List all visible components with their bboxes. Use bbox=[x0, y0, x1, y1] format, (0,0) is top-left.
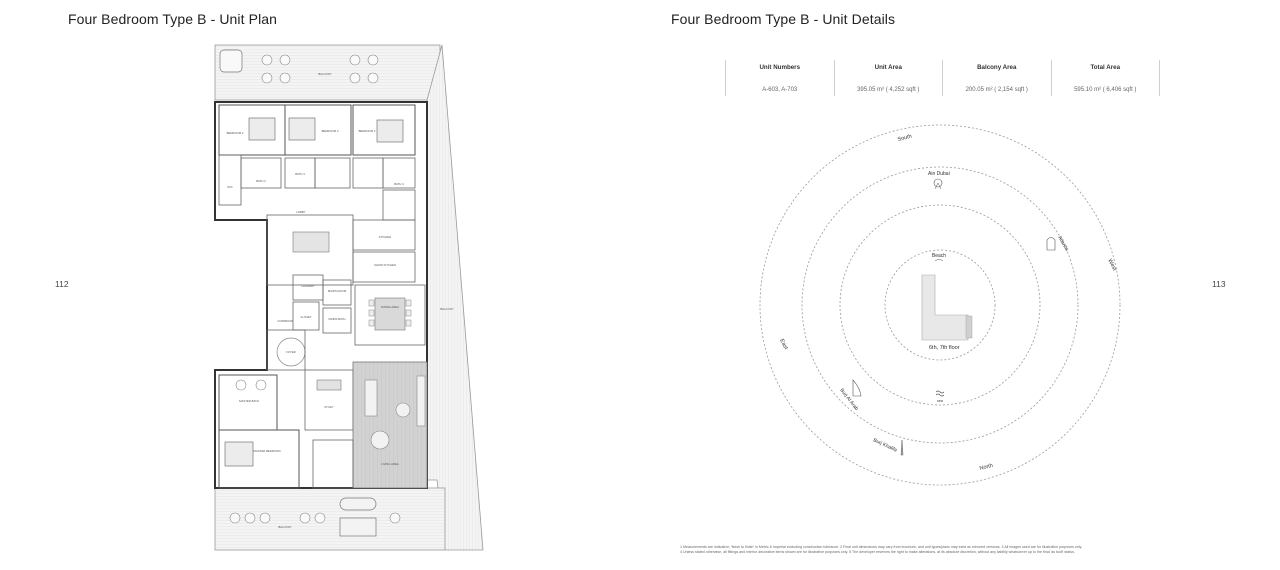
col-value: A-603, A-703 bbox=[762, 87, 798, 93]
label-bath-2: BATH 2 bbox=[256, 179, 266, 183]
col-value: 595.10 m² ( 6,406 sqft ) bbox=[1074, 87, 1137, 93]
burj-khalifa-icon bbox=[900, 439, 904, 456]
label-living: LIVING AREA bbox=[381, 462, 399, 466]
label-wic: WIC bbox=[227, 185, 232, 189]
landmark-sea: sea bbox=[937, 399, 943, 403]
label-balcony-top: BALCONY bbox=[318, 72, 332, 76]
burj-al-arab-icon bbox=[852, 379, 862, 397]
ring-3 bbox=[839, 204, 1041, 406]
direction-west: West bbox=[1106, 258, 1117, 272]
balcony-top-deck bbox=[214, 44, 441, 101]
col-balcony-area: Balcony Area 200.05 m² ( 2,154 sqft ) bbox=[942, 60, 1051, 96]
col-header: Unit Numbers bbox=[759, 64, 801, 71]
right-page-title: Four Bedroom Type B - Unit Details bbox=[671, 11, 896, 27]
left-page-title: Four Bedroom Type B - Unit Plan bbox=[68, 11, 278, 27]
direction-east: East bbox=[778, 338, 789, 351]
label-bedroom-2: BEDROOM 2 bbox=[227, 131, 244, 135]
landmark-atlantis: Atlantis bbox=[1056, 235, 1070, 253]
ring-inner bbox=[884, 249, 996, 361]
direction-south: South bbox=[897, 134, 912, 143]
footnote: 1 Measurements are indicative; 'finish t… bbox=[680, 545, 1150, 555]
col-value: 200.05 m² ( 2,154 sqft ) bbox=[965, 87, 1028, 93]
label-balcony-bottom: BALCONY bbox=[278, 525, 292, 529]
landmark-burj-khalifa: Burj Khalifa bbox=[872, 437, 898, 453]
unit-details-table: Unit Numbers A-603, A-703 Unit Area 395.… bbox=[725, 60, 1160, 96]
col-header: Unit Area bbox=[874, 64, 902, 71]
label-dining: DINING AREA bbox=[381, 305, 399, 309]
label-bath-3: BATH 3 bbox=[295, 172, 305, 176]
label-bedroom-3: BEDROOM 3 bbox=[322, 129, 339, 133]
col-unit-numbers: Unit Numbers A-603, A-703 bbox=[725, 60, 834, 96]
label-show-kitchen: SHOW KITCHEN bbox=[374, 263, 396, 267]
left-page-number: 112 bbox=[55, 279, 69, 289]
building-footprint-icon bbox=[921, 274, 973, 341]
col-total-area: Total Area 595.10 m² ( 6,406 sqft ) bbox=[1050, 60, 1160, 96]
balcony-side-deck bbox=[426, 44, 484, 551]
label-foyer: FOYER bbox=[286, 350, 296, 354]
ferris-wheel-icon bbox=[933, 178, 943, 190]
right-page-number: 113 bbox=[1212, 279, 1226, 289]
atlantis-icon bbox=[1046, 237, 1056, 251]
label-bath-4: BATH 4 bbox=[394, 182, 404, 186]
label-study: STUDY bbox=[324, 405, 334, 409]
footnote-line-1: 1 Measurements are indicative; 'finish t… bbox=[680, 545, 1083, 549]
label-lobby: LOBBY bbox=[296, 210, 305, 214]
col-unit-area: Unit Area 395.05 m² ( 4,252 sqft ) bbox=[833, 60, 943, 96]
floor-label: 6th, 7th floor bbox=[929, 345, 960, 351]
direction-north: North bbox=[979, 463, 994, 472]
label-bedroom-4: BEDROOM 4 bbox=[359, 129, 376, 133]
label-laundry: LAUNDRY bbox=[301, 284, 314, 288]
floor-plan: BALCONY BEDROOM 2 BEDROOM 3 BEDROOM 4 BA… bbox=[214, 44, 484, 551]
col-header: Balcony Area bbox=[977, 64, 1017, 71]
label-closet: CLOSET bbox=[300, 315, 311, 319]
location-compass: 6th, 7th floor Beach Ain Dubai Atlantis … bbox=[759, 124, 1121, 486]
label-master-bedroom: MASTER BEDROOM bbox=[254, 449, 282, 453]
ring-2 bbox=[801, 166, 1079, 444]
label-kitchen: KITCHEN bbox=[379, 235, 391, 239]
landmark-beach: Beach bbox=[932, 253, 946, 259]
footnote-line-2: 4 Unless stated otherwise, all fittings … bbox=[680, 550, 1075, 554]
label-corridor: CORRIDOR bbox=[277, 319, 292, 323]
label-balcony-side: BALCONY bbox=[440, 307, 454, 311]
beach-icon bbox=[934, 259, 944, 262]
label-master-bath: MASTER BATH bbox=[239, 399, 259, 403]
label-maids-room: MAIDS ROOM bbox=[328, 289, 347, 293]
landmark-ain-dubai: Ain Dubai bbox=[928, 171, 950, 177]
waves-icon bbox=[935, 390, 945, 397]
label-maids-bath: MAIDS BATH bbox=[329, 317, 346, 321]
col-value: 395.05 m² ( 4,252 sqft ) bbox=[857, 87, 920, 93]
col-header: Total Area bbox=[1090, 64, 1121, 71]
ring-outer bbox=[759, 124, 1121, 486]
